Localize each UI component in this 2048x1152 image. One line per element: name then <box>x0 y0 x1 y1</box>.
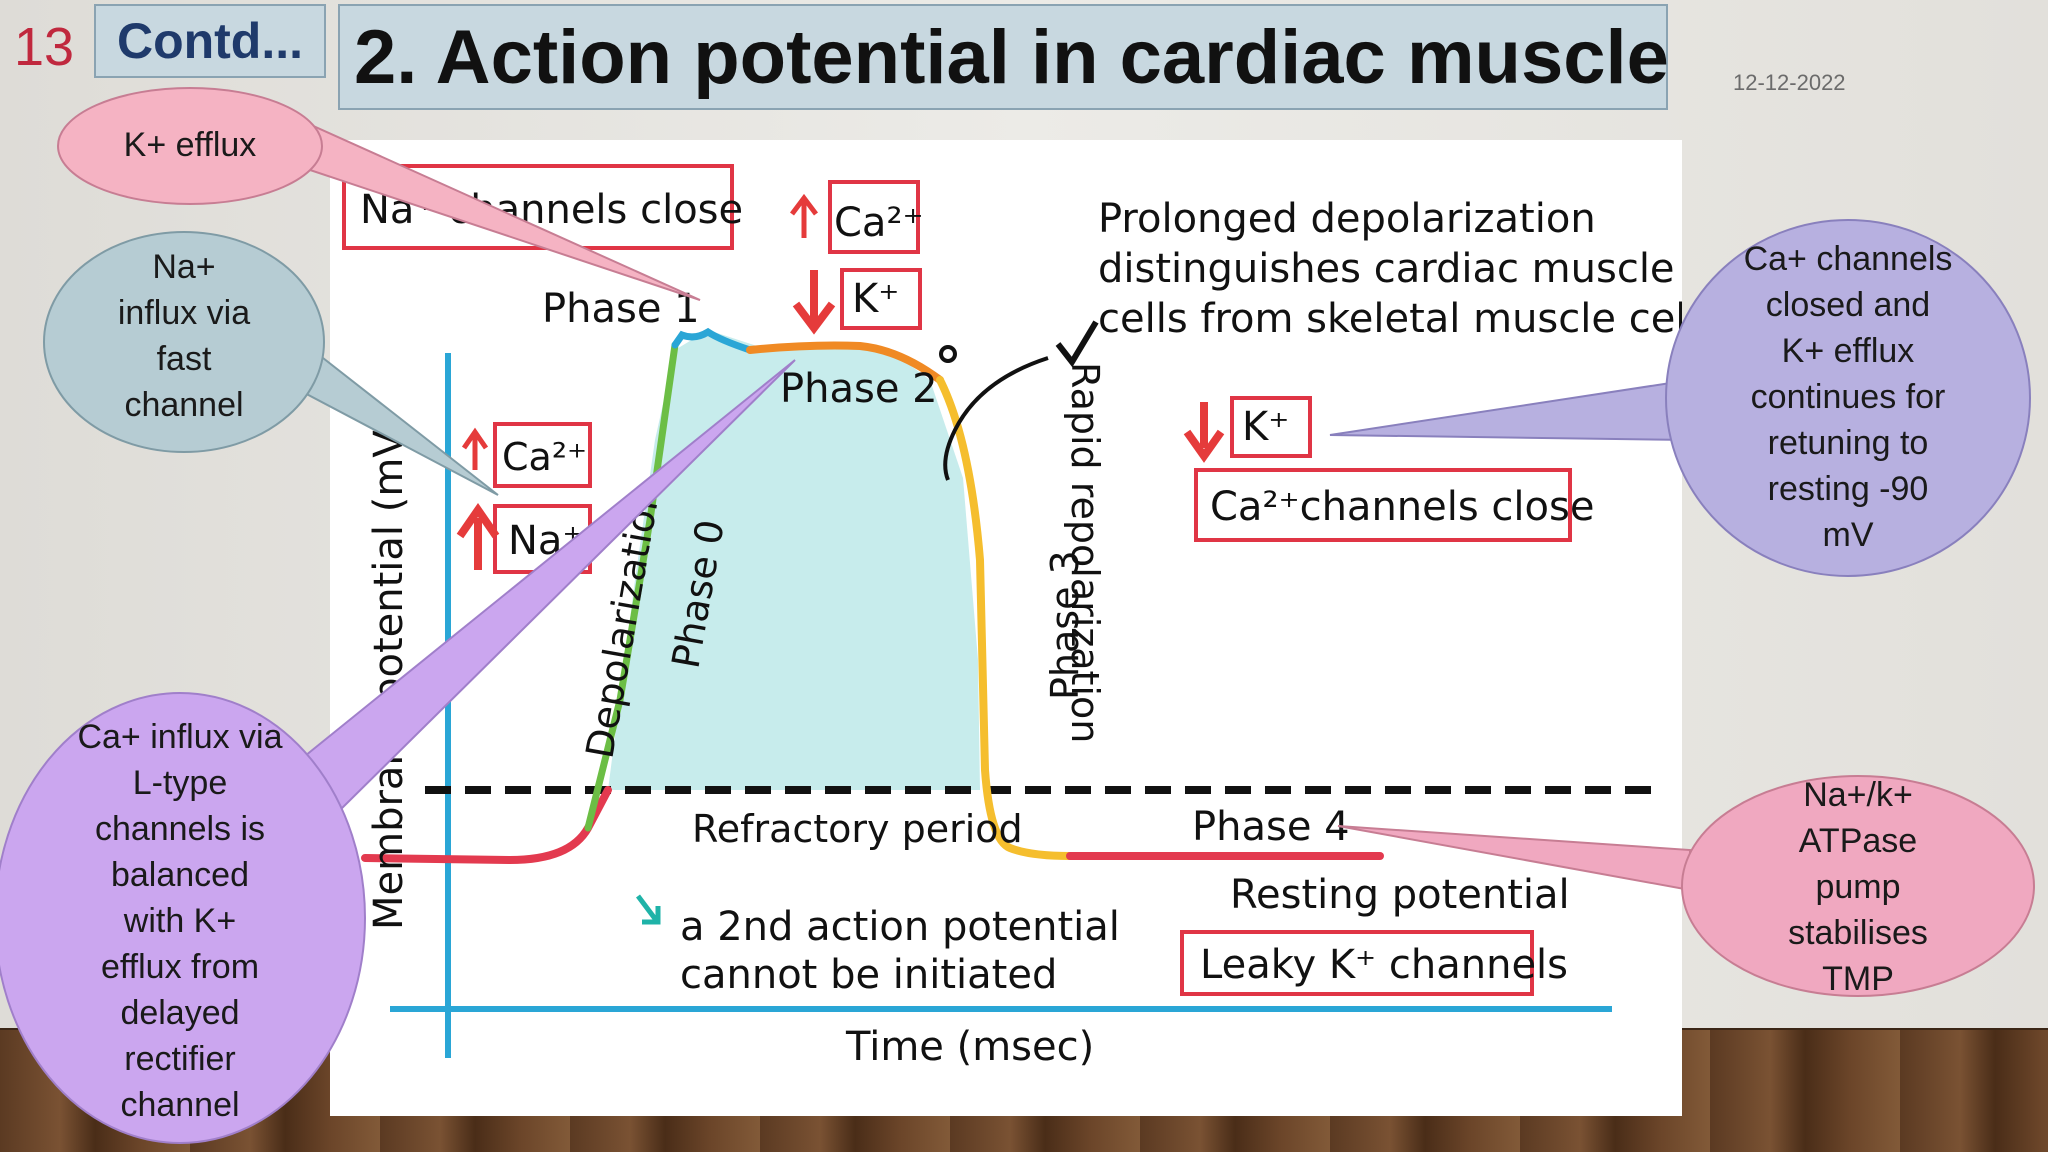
contd-label: Contd... <box>94 4 326 78</box>
label-rapid-repol: Rapid repolarization <box>1063 362 1107 743</box>
callout-na-line-4: channel <box>124 386 244 424</box>
callout-ca-closed-line-4: continues for <box>1750 378 1946 416</box>
slide-number: 13 <box>14 17 75 77</box>
label-phase1: Phase 1 <box>542 286 700 332</box>
callout-na-influx-text: Na+ influx via fast channel <box>74 244 294 428</box>
callout-ca-closed-text: Ca+ channels closed and K+ efflux contin… <box>1708 236 1988 558</box>
k-down-right-box <box>1230 396 1312 458</box>
label-k-top: K⁺ <box>852 276 899 322</box>
callout-atpase <box>1681 775 2035 997</box>
label-prolonged-2: distinguishes cardiac muscle <box>1098 246 1675 292</box>
label-k-right: K⁺ <box>1242 404 1289 450</box>
callout-ca-closed-line-3: K+ efflux <box>1781 332 1915 370</box>
callout-na-line-1: Na+ <box>152 248 216 286</box>
slide-title: 2. Action potential in cardiac muscle <box>354 15 1669 100</box>
label-second-ap-1: a 2nd action potential <box>680 904 1120 950</box>
callout-na-line-2: influx via <box>117 294 251 332</box>
label-time: Time (msec) <box>845 1024 1094 1070</box>
callout-atpase-line-4: stabilises <box>1788 914 1928 952</box>
callout-ca-influx-line-5: with K+ <box>123 902 237 940</box>
label-second-ap-2: cannot be initiated <box>680 952 1057 998</box>
callout-atpase-line-2: ATPase <box>1798 822 1918 860</box>
label-phase3: Phase 3 <box>1043 550 1087 700</box>
label-refractory: Refractory period <box>692 807 1023 851</box>
callout-atpase-line-3: pump <box>1815 868 1901 906</box>
label-prolonged-1: Prolonged depolarization <box>1098 196 1596 242</box>
callout-atpase-text: Na+/k+ ATPase pump stabilises TMP <box>1718 772 1998 1002</box>
checkmark-icon <box>1055 320 1099 368</box>
callout-ca-influx-line-4: balanced <box>110 856 249 894</box>
label-ca-left: Ca²⁺ <box>502 435 587 479</box>
callout-ca-influx-line-3: channels is <box>94 810 266 848</box>
callout-ca-closed-line-2: closed and <box>1765 286 1931 324</box>
label-leaky: Leaky K⁺ channels <box>1200 942 1568 988</box>
pointer-dot <box>939 345 957 363</box>
curve-phase2 <box>746 341 944 384</box>
callout-ca-influx-line-6: efflux from <box>100 948 260 986</box>
callout-na-influx <box>43 231 325 453</box>
arrow-teal <box>636 894 661 925</box>
ca-close-box <box>1194 468 1572 542</box>
callout-ca-influx-line-7: delayed <box>120 994 240 1032</box>
ca-up-left-box <box>493 422 592 488</box>
callout-ca-influx-line-9: channel <box>120 1086 240 1124</box>
label-phase2: Phase 2 <box>780 366 938 412</box>
slide-date: 12-12-2022 <box>1733 70 1846 95</box>
callout-ca-influx <box>0 692 366 1144</box>
callout-ca-closed-line-6: resting -90 <box>1767 470 1929 508</box>
label-ca-top: Ca²⁺ <box>834 200 924 246</box>
callout-k-efflux-line: K+ efflux <box>123 126 257 164</box>
curve-phase1 <box>671 327 754 354</box>
arrow-down-k-top <box>792 270 836 335</box>
leaky-box <box>1180 930 1534 996</box>
prolonged-pointer <box>943 356 1049 481</box>
callout-ca-closed-line-7: mV <box>1822 516 1874 554</box>
callout-ca-closed-line-1: Ca+ channels <box>1743 240 1953 278</box>
k-down-top-box <box>840 268 922 330</box>
callout-ca-closed <box>1665 219 2031 577</box>
callout-ca-influx-line-8: rectifier <box>124 1040 236 1078</box>
title-banner <box>338 4 1668 110</box>
label-membrane-potential: Membrane potential (mV) <box>366 415 412 930</box>
curve-phase3 <box>936 376 1074 860</box>
callout-k-efflux <box>57 87 323 205</box>
callout-k-efflux-text: K+ efflux <box>80 122 300 168</box>
callout-ca-closed-pointer <box>1329 378 1691 442</box>
callout-ca-influx-line-2: L-type <box>132 764 228 802</box>
label-prolonged-3: cells from skeletal muscle cells <box>1098 296 1682 342</box>
label-phase4: Phase 4 <box>1192 804 1350 850</box>
callout-ca-influx-line-1: Ca+ influx via <box>77 718 283 756</box>
callout-ca-influx-text: Ca+ influx via L-type channels is balanc… <box>40 714 320 1128</box>
callout-k-efflux-pointer <box>278 118 701 301</box>
callout-na-line-3: fast <box>156 340 212 378</box>
ca-up-top-box <box>828 180 920 254</box>
arrow-up-na-left <box>456 502 500 570</box>
callout-ca-closed-line-5: retuning to <box>1767 424 1929 462</box>
callout-atpase-pointer <box>1337 825 1691 892</box>
callout-atpase-line-1: Na+/k+ <box>1803 776 1913 814</box>
curve-phase0 <box>584 341 679 832</box>
label-resting: Resting potential <box>1230 872 1570 918</box>
arrow-up-ca-left <box>461 427 489 470</box>
callout-atpase-line-5: TMP <box>1822 960 1894 998</box>
label-ca-channels-close: Ca²⁺channels close <box>1210 484 1594 530</box>
arrow-down-k-right <box>1183 402 1225 463</box>
arrow-up-ca-top <box>790 193 818 238</box>
